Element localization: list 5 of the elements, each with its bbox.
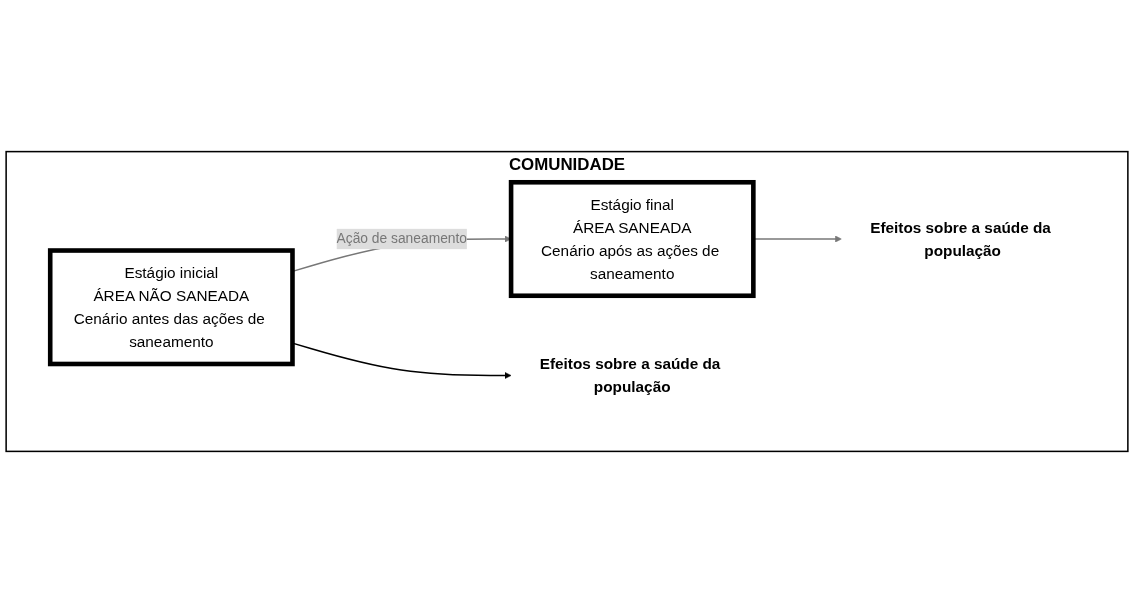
- node-text: Efeitos sobre a saúde da população: [539, 355, 721, 396]
- node-box: Estágio inicial ÁREA NÃO SANEADA Cenário antes das ações de saneamento: [47, 248, 295, 367]
- edge-label: Ação de saneamento: [336, 230, 467, 247]
- node-box: Estágio final ÁREA SANEADA Cenário após as ações de saneamento: [508, 180, 756, 299]
- node-text: Efeitos sobre a saúde da população: [870, 219, 1051, 259]
